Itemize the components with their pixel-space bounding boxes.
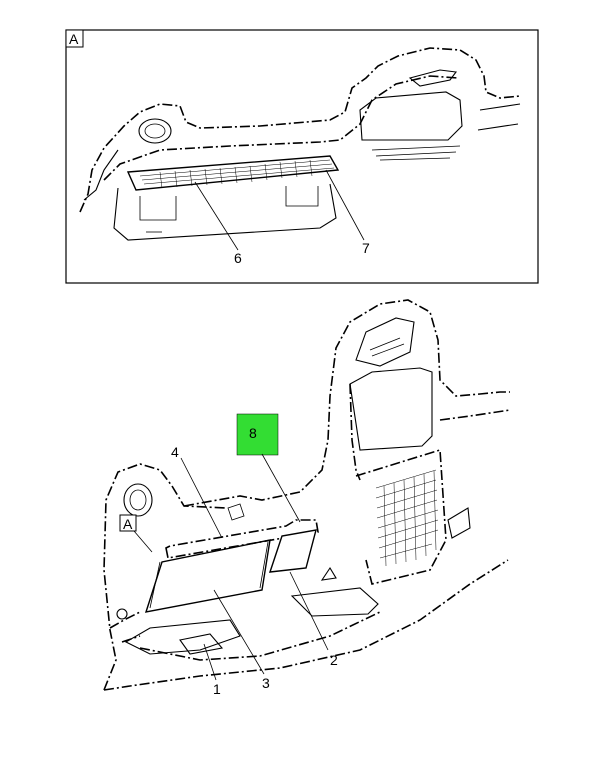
callout-8-highlight[interactable] — [236, 413, 279, 456]
leader-4 — [213, 589, 265, 675]
callout-7: 7 — [362, 240, 370, 256]
detail-dashboard — [79, 47, 521, 241]
detail-frame-tag — [65, 29, 84, 48]
callout-6: 6 — [234, 250, 242, 266]
callout-3: 4 — [171, 444, 179, 460]
leader-8 — [261, 453, 301, 523]
detail-frame-label: A — [69, 31, 79, 47]
leader-1 — [203, 643, 217, 681]
callout-4: 3 — [262, 675, 270, 691]
leader-6 — [194, 181, 239, 251]
leader-3 — [180, 457, 223, 539]
center-stack-mesh — [375, 469, 439, 567]
callout-8: 8 — [249, 425, 257, 441]
main-part-4-panel — [144, 539, 271, 613]
callout-2: 2 — [330, 652, 338, 668]
leader-7 — [325, 169, 365, 241]
detail-view-a: A 6 7 — [65, 29, 539, 284]
main-part-2-pad — [268, 529, 317, 573]
callout-1: 1 — [213, 681, 221, 697]
leader-2 — [289, 571, 329, 651]
detail-part-6-panel — [126, 155, 340, 191]
detail-frame — [65, 29, 539, 284]
detail-ref-leader — [133, 530, 153, 553]
main-part-3-strip — [165, 519, 319, 559]
main-dashboard — [103, 299, 511, 691]
detail-ref-tag — [119, 514, 137, 532]
main-view: A 8 4 1 3 2 — [103, 299, 511, 697]
detail-ref-label: A — [123, 516, 133, 532]
